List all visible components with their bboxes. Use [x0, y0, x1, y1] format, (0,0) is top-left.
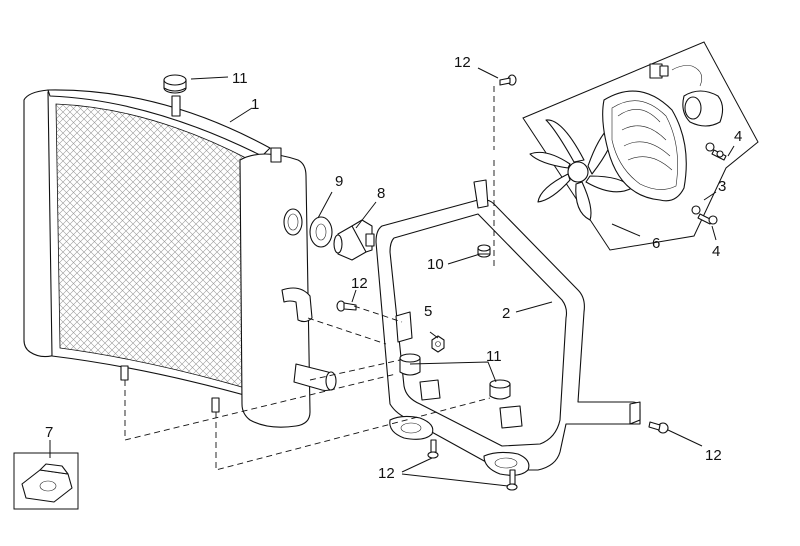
screw-left — [336, 300, 357, 312]
screw-bottom-pair — [427, 439, 518, 491]
radiator — [23, 89, 337, 428]
callout-nut: 5 — [424, 303, 432, 320]
grommet-pair — [399, 353, 511, 400]
clip-inset — [13, 452, 79, 510]
callout-screw-fan-lower: 4 — [712, 243, 720, 260]
fan-connector — [649, 63, 669, 79]
screw-fan-lower — [697, 213, 718, 225]
bracket-frame — [375, 179, 641, 476]
callout-grommet-bracket: 10 — [427, 256, 444, 273]
callout-screw-top: 12 — [454, 54, 471, 71]
fan-shroud — [602, 90, 687, 202]
screw-top — [499, 74, 517, 86]
fan-assembly — [522, 41, 759, 251]
callout-radiator: 1 — [251, 96, 259, 113]
screw-fan-upper — [705, 142, 727, 161]
callout-grommet-top: 11 — [232, 70, 248, 87]
thermo-switch — [333, 219, 375, 261]
alignment-lines — [124, 86, 495, 471]
callout-bracket-frame: 2 — [502, 305, 510, 322]
fan-motor — [671, 65, 724, 127]
seal-ring — [309, 216, 333, 248]
callout-clip-inset: 7 — [45, 424, 53, 441]
callout-fan-assembly: 6 — [652, 235, 660, 252]
callout-screw-fan-upper: 4 — [734, 128, 742, 145]
callout-screw-right: 12 — [705, 447, 722, 464]
grommet-bracket — [477, 244, 491, 258]
screw-right — [648, 421, 669, 434]
nut — [431, 335, 445, 353]
callout-grommet-pair: 11 — [486, 348, 502, 365]
callout-screw-bottom-pair: 12 — [378, 465, 395, 482]
callout-washer-right: 3 — [718, 178, 726, 195]
leader-lines — [49, 67, 735, 487]
washer-right — [691, 205, 701, 215]
grommet-top — [163, 74, 187, 94]
callout-seal-ring: 9 — [335, 173, 343, 190]
callout-screw-left: 12 — [351, 275, 368, 292]
fan-blades — [529, 119, 633, 221]
callout-labels: 11 1 9 8 10 12 5 2 11 12 6 4 3 4 12 7 12 — [45, 54, 742, 482]
callout-thermo-switch: 8 — [377, 185, 385, 202]
